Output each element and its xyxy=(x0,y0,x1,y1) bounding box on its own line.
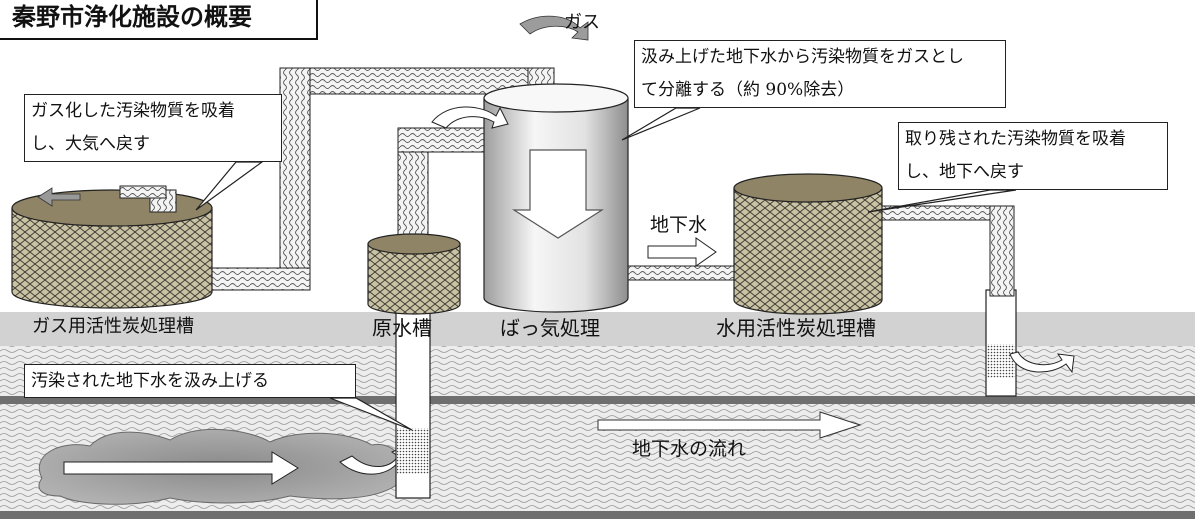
gas-tank-exhaust-curve xyxy=(119,185,167,199)
label-water-carbon-tank: 水用活性炭処理槽 xyxy=(716,316,876,340)
water-pipe-aeration-to-tank xyxy=(607,265,755,281)
groundwater-transfer-arrow xyxy=(647,237,717,267)
label-raw-water-tank: 原水槽 xyxy=(372,316,432,340)
label-groundwater-flow: 地下水の流れ xyxy=(632,438,747,460)
gas-pipe-vertical xyxy=(279,67,311,291)
label-gas-carbon-tank: ガス用活性炭処理槽 xyxy=(32,316,194,337)
gas-pipe-to-tank xyxy=(209,267,311,291)
well-screen xyxy=(397,428,429,474)
reinjection-well xyxy=(985,289,1017,397)
callout-aeration-line-1: 汲み上げた地下水から汚染物質をガスとし xyxy=(641,47,964,67)
plume-flow-arrow xyxy=(63,451,299,485)
gas-vent-arrow xyxy=(519,15,589,41)
callout-tail-pump xyxy=(329,397,413,431)
callout-tail-gas xyxy=(195,161,264,211)
water-carbon-tank xyxy=(733,173,883,315)
callout-water-adsorb-line-1: 取り残された汚染物質を吸着 xyxy=(905,129,1126,149)
label-aeration: ばっ気処理 xyxy=(500,316,600,340)
callout-tail-aeration xyxy=(621,107,701,141)
callout-gas-adsorb-line-2: し、大気へ戻す xyxy=(31,134,150,154)
reinjection-outflow-arrow xyxy=(1009,351,1075,374)
callout-gas-adsorb-line-1: ガス化した汚染物質を吸着 xyxy=(31,101,235,121)
gas-release-arrow xyxy=(37,187,81,207)
gas-carbon-tank xyxy=(11,189,213,309)
callout-aeration: 汲み上げた地下水から汚染物質をガスとし て分離する（約 90%除去） xyxy=(634,40,1006,108)
callout-water-adsorb: 取り残された汚染物質を吸着 し、地下へ戻す xyxy=(898,122,1168,190)
page-title: 秦野市浄化施設の概要 xyxy=(0,0,318,40)
label-gas: ガス xyxy=(564,12,600,33)
callout-pump-line-1: 汚染された地下水を汲み上げる xyxy=(31,371,269,391)
callout-gas-adsorb: ガス化した汚染物質を吸着 し、大気へ戻す xyxy=(24,94,282,162)
label-groundwater: 地下水 xyxy=(650,214,708,236)
aeration-down-arrow xyxy=(511,149,605,239)
water-pipe-down xyxy=(989,205,1015,297)
groundwater-flow-arrow xyxy=(597,411,862,439)
callout-tail-water xyxy=(867,189,1017,213)
aeration-inflow-arrow xyxy=(431,106,509,129)
callout-aeration-line-2: て分離する（約 90%除去） xyxy=(641,80,855,100)
reinjection-screen xyxy=(987,344,1015,378)
callout-pump: 汚染された地下水を汲み上げる xyxy=(24,364,356,398)
callout-water-adsorb-line-2: し、地下へ戻す xyxy=(905,162,1024,182)
pipe-top-to-aeration xyxy=(397,127,497,153)
raw-water-tank xyxy=(367,233,461,315)
